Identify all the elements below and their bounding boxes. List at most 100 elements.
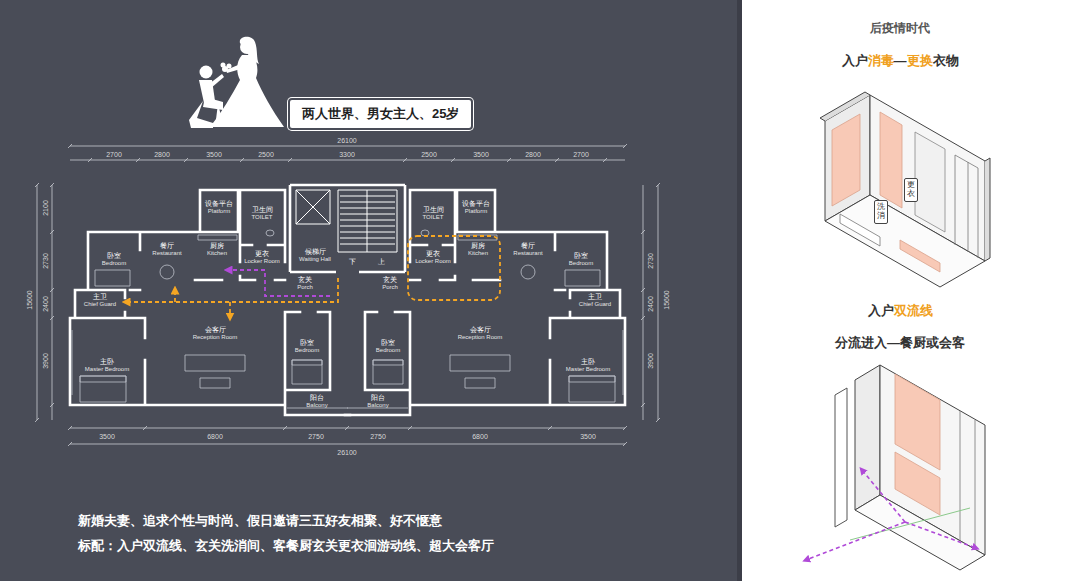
- iso-bench: [900, 240, 940, 272]
- room-name-en: Bedroom: [295, 347, 319, 353]
- room-name: 厨房: [471, 243, 485, 250]
- room-name-en: Reception Room: [458, 334, 503, 340]
- kitchen-highlight: [408, 236, 500, 300]
- room-name-en: Locker Room: [244, 258, 280, 264]
- panel-heading: 后疫情时代: [870, 22, 930, 34]
- couple-silhouette: [189, 37, 284, 128]
- room-name: 卧室: [381, 340, 395, 347]
- room-name-en: Locker Room: [415, 258, 451, 264]
- panel-heading-part: 衣物: [933, 53, 959, 68]
- room-name: 主卫: [93, 294, 107, 301]
- room-name: 主卫: [588, 294, 602, 301]
- room-name-en: Platform: [465, 208, 487, 214]
- room-name: 厨房: [210, 243, 224, 250]
- dimension-label: 2730: [42, 253, 49, 269]
- dimension-label: 3300: [339, 151, 355, 158]
- dimension-label: 2750: [370, 433, 386, 440]
- panel-heading-part: —: [894, 53, 907, 68]
- description-text: 标配：入户双流线、玄关洗消间、客餐厨玄关更衣洄游动线、超大会客厅: [78, 539, 494, 552]
- silhouette-arm: [226, 63, 244, 73]
- room-name-en: Balcony: [367, 402, 388, 408]
- bouquet: [221, 63, 226, 68]
- dimension-lines: [35, 144, 660, 446]
- room-name-en: Reception Room: [193, 334, 238, 340]
- iso-wardrobe: [915, 132, 945, 232]
- iso-cabinet: [895, 452, 940, 515]
- iso-floor: [825, 195, 985, 287]
- dimension-label: 2400: [42, 296, 49, 312]
- wall: [290, 185, 405, 272]
- heading-row: 入户双流线: [868, 304, 933, 317]
- elevator-and-stairs: [296, 190, 397, 252]
- silhouette-gown: [210, 55, 284, 127]
- room-name-en: Bedroom: [102, 260, 126, 266]
- room-name: 卫生间: [252, 207, 273, 214]
- room-name-en: Restaurant: [513, 250, 542, 256]
- room-name-en: Master Bedroom: [566, 366, 610, 372]
- room-name-en: Master Bedroom: [85, 366, 129, 372]
- panel-heading-part: 消毒: [868, 53, 894, 68]
- room-name-en: Waiting Hall: [299, 256, 331, 262]
- panel-shadow: [737, 0, 742, 581]
- panel-heading-part: 更换: [907, 53, 933, 68]
- dimension-label: 2700: [573, 151, 589, 158]
- room-name-en: Kitchen: [468, 250, 488, 256]
- room-name: 候梯厅: [305, 249, 326, 256]
- node-text: 洗消: [877, 203, 885, 221]
- room-name: 会客厅: [470, 327, 491, 334]
- room-name: 卧室: [574, 253, 588, 260]
- description-text: 新婚夫妻、追求个性与时尚、假日邀请三五好友相聚、好不惬意: [78, 514, 442, 527]
- room-name: 设备平台: [205, 201, 233, 208]
- room-name-en: Restaurant: [152, 250, 181, 256]
- dimension-label: 15600: [663, 290, 670, 309]
- purple-flow-arrow: [862, 470, 905, 522]
- dimension-label: 2500: [421, 151, 437, 158]
- heading-row: 入户消毒—更换衣物: [842, 54, 959, 67]
- dimension-label: 2800: [525, 151, 541, 158]
- room-name: 更衣: [426, 251, 440, 258]
- dimension-label: 3500: [206, 151, 222, 158]
- bouquet: [227, 64, 232, 69]
- iso-cabinet: [832, 114, 860, 206]
- iso-shower-glass: [955, 155, 978, 258]
- white-panel: [742, 0, 1080, 581]
- stair-core: [290, 185, 405, 272]
- room-name: 阳台: [371, 395, 385, 402]
- room-name-en: Chief Guard: [579, 301, 611, 307]
- room-name: 餐厅: [521, 243, 535, 250]
- dimension-label: 3500: [580, 433, 596, 440]
- room-name: 卫生间: [423, 207, 444, 214]
- dimension-label: 2750: [308, 433, 324, 440]
- dimension-tick: [35, 144, 660, 446]
- room-name: 玄关: [298, 277, 312, 284]
- room-name-en: Kitchen: [207, 250, 227, 256]
- iso-floor: [855, 495, 985, 570]
- room-name: 玄关: [383, 277, 397, 284]
- isometric-entry-room: [820, 92, 990, 287]
- room-name-en: Bedroom: [569, 260, 593, 266]
- node-text: 两人世界、男女主人、25岁: [302, 105, 459, 123]
- circulation-paths: [126, 236, 500, 317]
- room-name: 餐厅: [160, 243, 174, 250]
- room-name: 设备平台: [462, 201, 490, 208]
- purple-flow-arrow: [806, 522, 905, 560]
- room-name: 上: [378, 259, 385, 266]
- room-name-en: TOILET: [252, 214, 273, 220]
- purple-flow-line: [228, 270, 330, 296]
- panel-subheading: 分流进入—餐厨或会客: [835, 336, 965, 349]
- silhouette-leg: [215, 104, 224, 127]
- dimension-label: 26100: [337, 449, 356, 456]
- room-name: 卧室: [107, 253, 121, 260]
- dimension-label: 3900: [647, 353, 654, 369]
- dining-table: [160, 265, 174, 279]
- room-name: 主卧: [100, 359, 114, 366]
- silhouette-arm: [209, 74, 224, 88]
- persona-tag: 两人世界、男女主人、25岁: [290, 100, 471, 128]
- dimension-label: 2730: [647, 253, 654, 269]
- iso-wall-cap: [820, 92, 990, 261]
- dimension-label: 2400: [647, 296, 654, 312]
- silhouette-head: [200, 66, 213, 79]
- room-name-en: Balcony: [306, 402, 327, 408]
